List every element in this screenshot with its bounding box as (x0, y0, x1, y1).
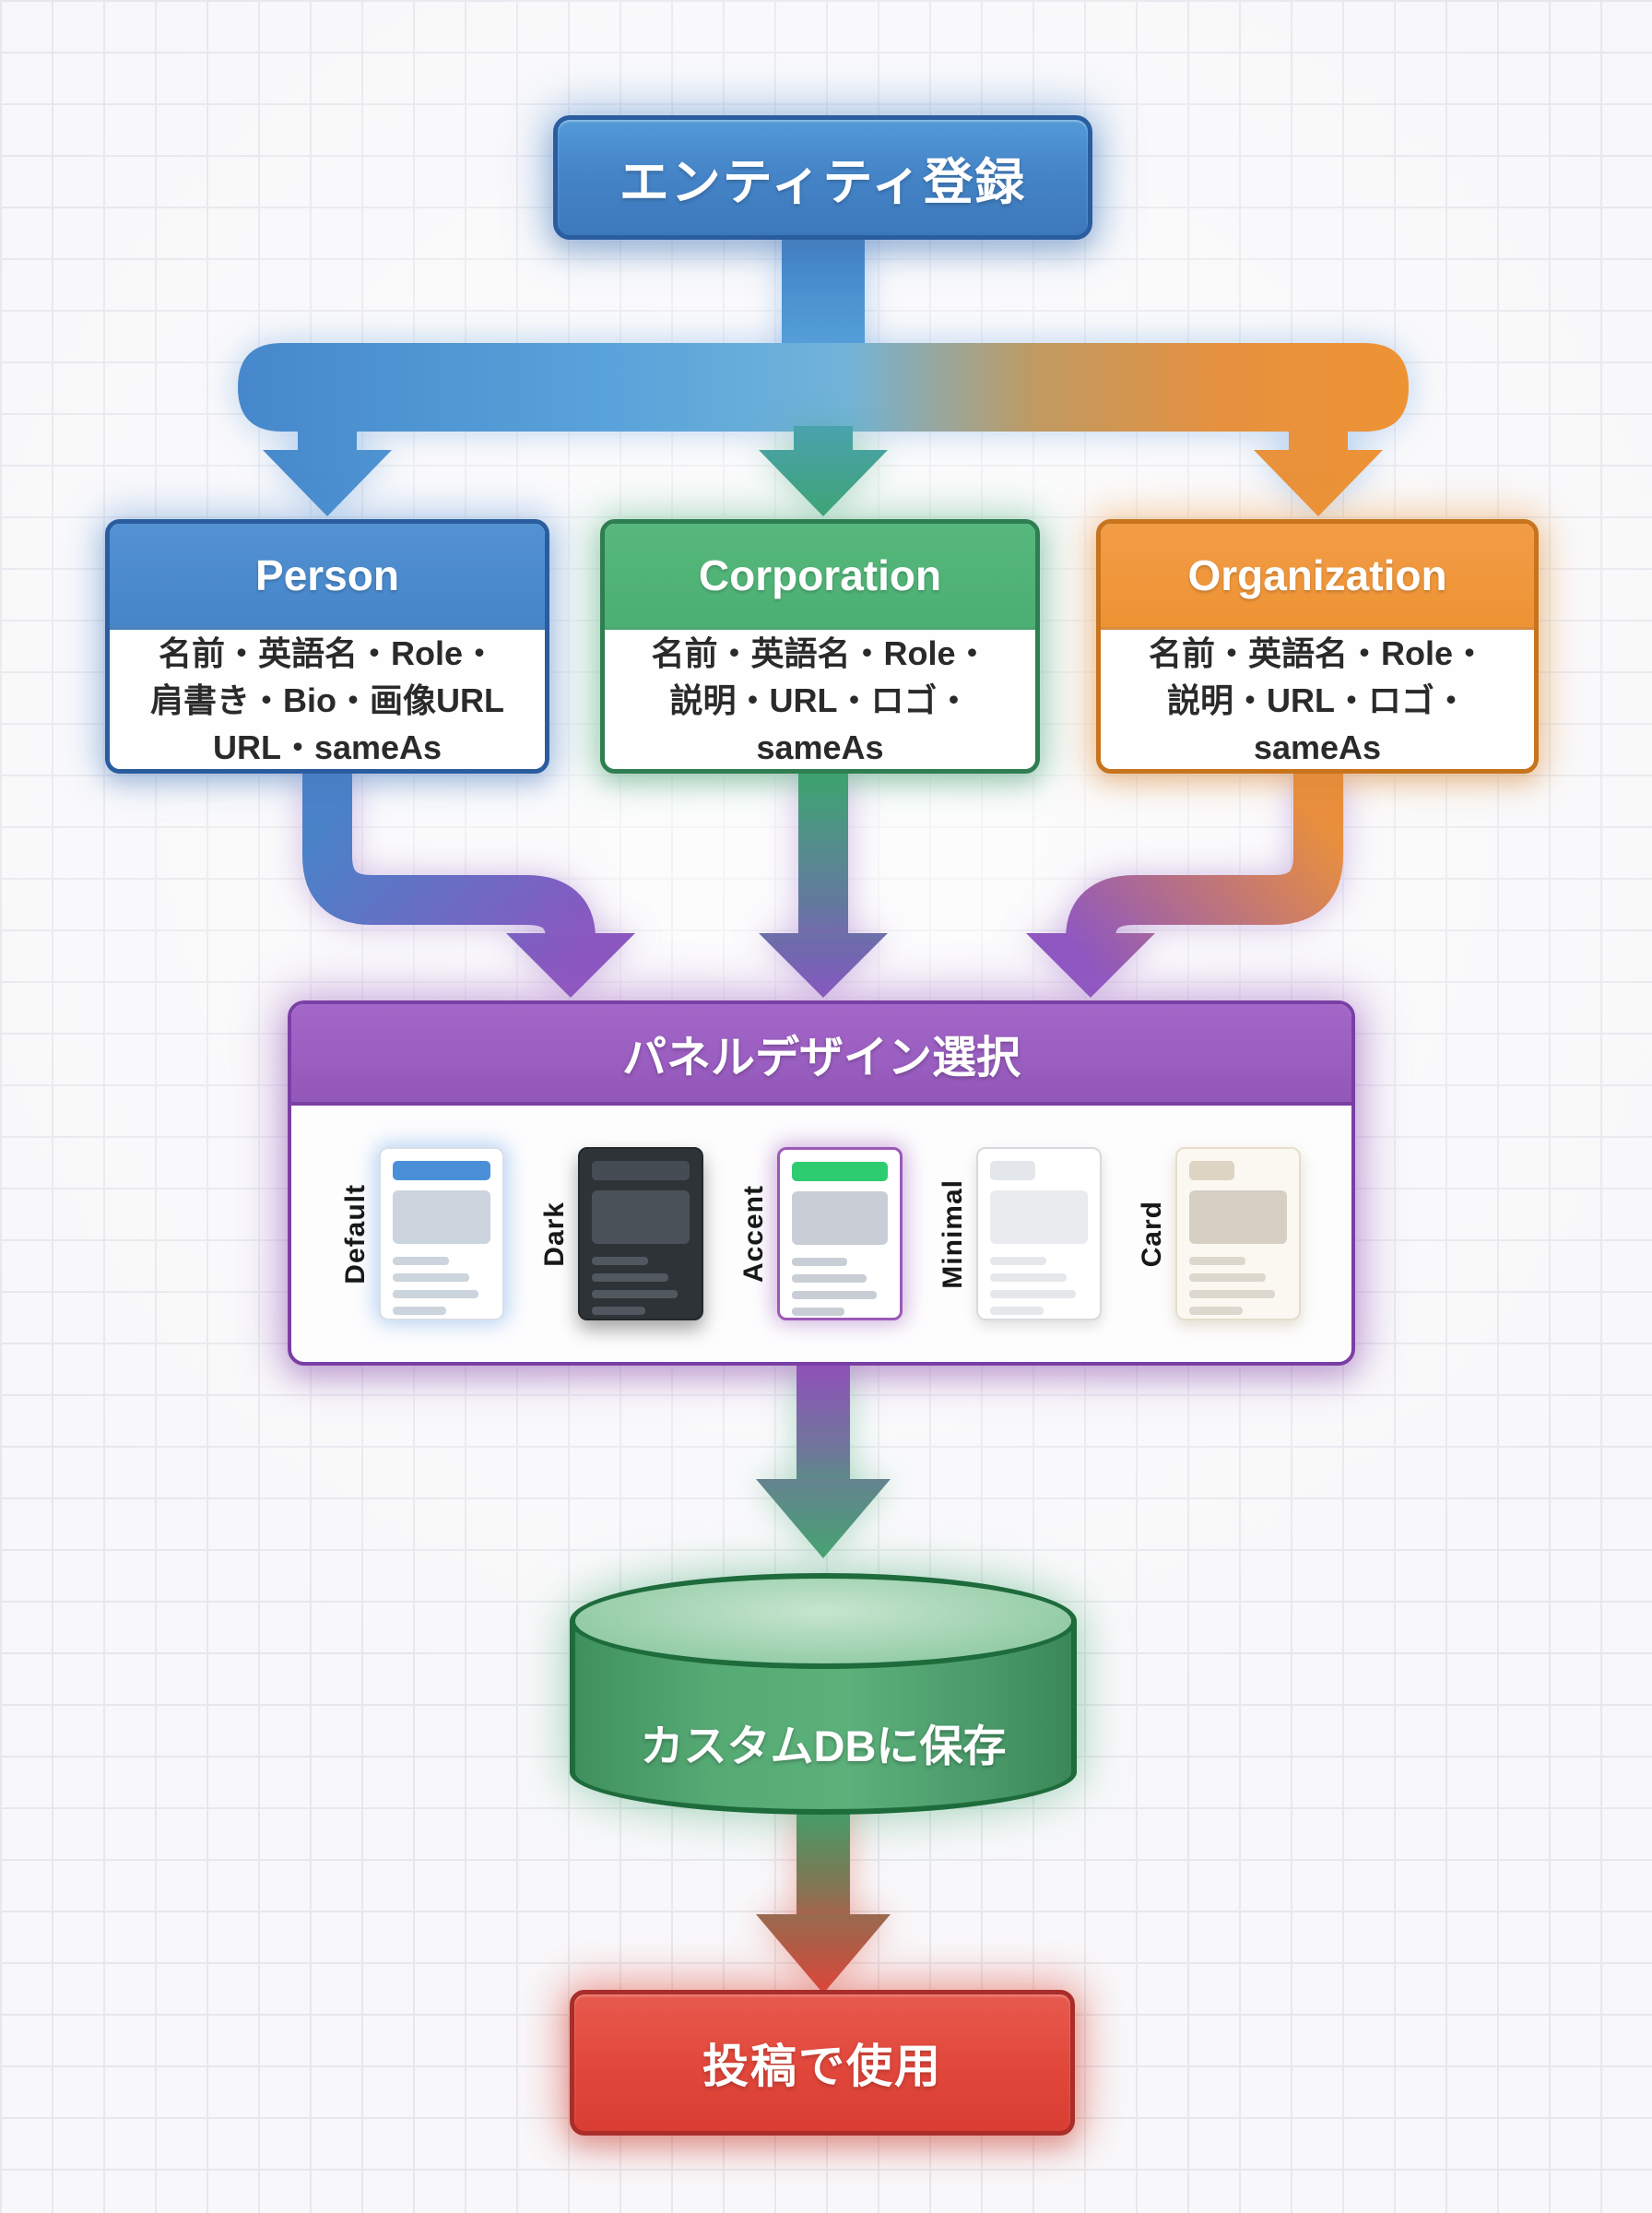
thumb-text-lines (990, 1257, 1088, 1315)
person-fields-line: URL・sameAs (212, 728, 442, 767)
design-label-minimal: Minimal (938, 1178, 968, 1289)
person-title: Person (255, 551, 399, 599)
node-custom-db: カスタムDBに保存 (570, 1573, 1077, 1815)
organization-title: Organization (1187, 551, 1447, 599)
person-to-panel-arrowhead (506, 933, 635, 998)
db-label: カスタムDBに保存 (640, 1721, 1007, 1770)
thumb-image-block (792, 1191, 888, 1245)
db-to-final-arrowhead (756, 1914, 891, 1994)
node-use-in-posts: 投稿で使用 (570, 1990, 1075, 2136)
thumb-topbar (592, 1161, 690, 1180)
design-option-card: Card (1137, 1147, 1301, 1320)
thumb-topbar (393, 1161, 490, 1180)
design-thumbnail-dark (578, 1147, 703, 1320)
organization-to-panel-arrow (1066, 773, 1343, 941)
organization-fields-line: 名前・英語名・Role・ (1148, 634, 1486, 672)
design-thumbnail-default (379, 1147, 504, 1320)
thumb-line (990, 1257, 1047, 1265)
node-panel-design-select: パネルデザイン選択 Default Dark (288, 1000, 1355, 1366)
person-fields-line: 肩書き・Bio・画像URL (150, 681, 504, 720)
corporation-fields-line: sameAs (756, 728, 884, 767)
node-corporation: Corporation 名前・英語名・Role・ 説明・URL・ロゴ・ same… (600, 519, 1040, 774)
thumb-image-block (1189, 1190, 1287, 1244)
design-label-default: Default (340, 1183, 371, 1284)
person-fields: 名前・英語名・Role・ 肩書き・Bio・画像URL URL・sameAs (110, 630, 545, 769)
thumb-line (1189, 1307, 1244, 1315)
node-organization: Organization 名前・英語名・Role・ 説明・URL・ロゴ・ sam… (1096, 519, 1539, 774)
design-option-default: Default (340, 1147, 504, 1320)
person-to-panel-arrow (302, 773, 596, 941)
thumb-image-block (592, 1190, 690, 1244)
corporation-fields: 名前・英語名・Role・ 説明・URL・ロゴ・ sameAs (605, 630, 1035, 769)
thumb-line (592, 1290, 678, 1298)
thumb-topbar (792, 1162, 888, 1181)
corporation-to-panel-arrowhead (759, 933, 888, 998)
node-person: Person 名前・英語名・Role・ 肩書き・Bio・画像URL URL・sa… (105, 519, 549, 774)
thumb-image-block (393, 1190, 490, 1244)
person-fields-line: 名前・英語名・Role・ (158, 634, 496, 672)
entity-registration-label: エンティティ登録 (619, 155, 1027, 210)
corporation-title: Corporation (698, 551, 942, 599)
branch-bar-arrow (238, 343, 1409, 516)
panel-design-options: Default Dark (291, 1106, 1351, 1362)
thumb-text-lines (393, 1257, 490, 1315)
thumb-title-pill (990, 1161, 1035, 1180)
thumb-line (592, 1257, 649, 1265)
organization-to-panel-arrowhead (1026, 933, 1155, 998)
design-thumbnail-card (1175, 1147, 1301, 1320)
db-cylinder-top (570, 1573, 1077, 1669)
thumb-line (393, 1273, 469, 1282)
corporation-header: Corporation (605, 524, 1035, 630)
organization-fields: 名前・英語名・Role・ 説明・URL・ロゴ・ sameAs (1101, 630, 1534, 769)
design-label-accent: Accent (738, 1184, 769, 1284)
thumb-text-lines (592, 1257, 690, 1315)
thumb-line (393, 1257, 450, 1265)
design-thumbnail-minimal (976, 1147, 1102, 1320)
thumb-text-lines (792, 1258, 888, 1316)
design-label-dark: Dark (539, 1201, 570, 1267)
design-option-minimal: Minimal (938, 1147, 1102, 1320)
thumb-line (990, 1307, 1044, 1315)
organization-header: Organization (1101, 524, 1534, 630)
node-entity-registration: エンティティ登録 (553, 115, 1092, 240)
thumb-text-lines (1189, 1257, 1287, 1315)
thumb-line (792, 1258, 848, 1266)
organization-fields-line: sameAs (1253, 728, 1382, 767)
thumb-line (592, 1273, 668, 1282)
thumb-line (1189, 1257, 1246, 1265)
design-option-accent: Accent (738, 1147, 903, 1320)
thumb-line (792, 1291, 877, 1299)
thumb-title-pill (1189, 1161, 1234, 1180)
thumb-line (990, 1290, 1077, 1298)
panel-to-db-arrowhead (756, 1479, 891, 1558)
thumb-line (792, 1308, 845, 1316)
thumb-line (592, 1307, 646, 1315)
branch-stem-arrow (782, 232, 865, 369)
thumb-line (990, 1273, 1067, 1282)
design-thumbnail-accent (777, 1147, 903, 1320)
branch-center-arrowhead (759, 426, 888, 516)
panel-design-title: パネルデザイン選択 (621, 1034, 1021, 1083)
panel-design-header: パネルデザイン選択 (291, 1004, 1351, 1106)
design-option-dark: Dark (539, 1147, 703, 1320)
thumb-image-block (990, 1190, 1088, 1244)
use-in-posts-label: 投稿で使用 (702, 2041, 942, 2092)
thumb-line (1189, 1290, 1276, 1298)
thumb-line (393, 1307, 447, 1315)
thumb-line (792, 1274, 867, 1283)
corporation-fields-line: 説明・URL・ロゴ・ (669, 681, 971, 720)
organization-fields-line: 説明・URL・ロゴ・ (1167, 681, 1468, 720)
thumb-line (1189, 1273, 1266, 1282)
corporation-fields-line: 名前・英語名・Role・ (651, 634, 989, 672)
design-label-card: Card (1137, 1200, 1167, 1268)
person-header: Person (110, 524, 545, 630)
thumb-line (393, 1290, 479, 1298)
